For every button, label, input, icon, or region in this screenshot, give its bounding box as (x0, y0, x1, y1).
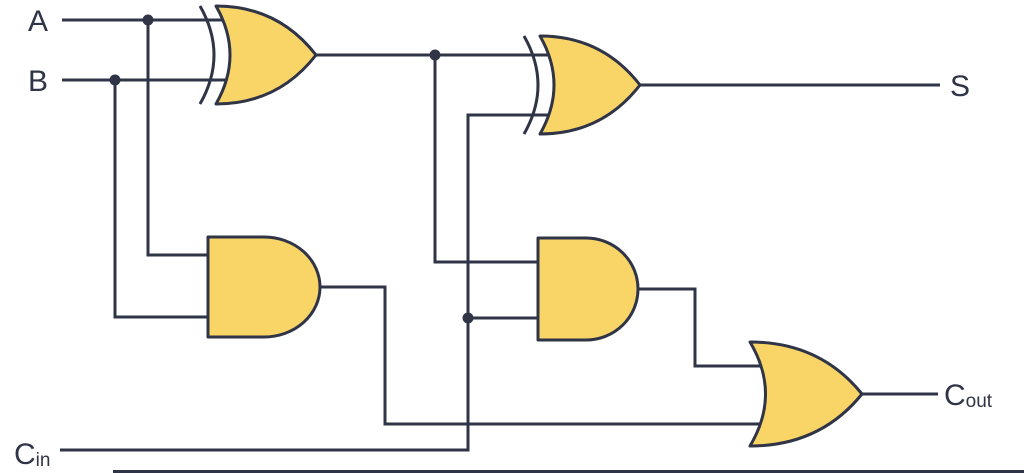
and-gate-2-body (536, 236, 640, 342)
wire-and2-to-or (634, 287, 772, 368)
junction-dot-cin (462, 312, 474, 324)
label-carry-out: Cout (944, 379, 993, 412)
or-gate-1-body (748, 340, 864, 448)
or-gate-1 (748, 340, 864, 448)
label-carry-in-base: C (14, 438, 36, 471)
wire-a-branch-to-and1 (146, 20, 218, 257)
label-carry-in-sub: in (36, 450, 51, 471)
label-sum-output: S (950, 70, 970, 103)
xor-gate-2-body (538, 34, 642, 136)
wire-xor1-branch-to-and2 (433, 55, 548, 264)
and-gate-1-body (206, 235, 322, 339)
wire-carry-in (60, 113, 556, 452)
junction-dot-xor1-out (429, 49, 441, 61)
bottom-border (113, 470, 1024, 473)
xor-gate-1-body (214, 4, 318, 106)
label-input-a: A (28, 5, 48, 38)
label-carry-out-base: C (944, 379, 966, 412)
label-carry-in: Cin (14, 438, 50, 471)
xor-gate-1-input-arc (198, 5, 216, 105)
xor-gate-2-input-arc (522, 35, 540, 135)
label-input-b: B (28, 65, 48, 98)
and-gate-2 (536, 236, 640, 342)
gates (198, 4, 864, 448)
labels: A B Cin S Cout (14, 5, 993, 471)
wire-b-branch-to-and1 (113, 80, 218, 319)
xor-gate-2 (522, 34, 642, 136)
label-carry-out-sub: out (966, 391, 993, 412)
xor-gate-1 (198, 4, 318, 106)
junction-dot-a (142, 14, 154, 26)
junction-dots (109, 14, 474, 324)
junction-dot-b (109, 74, 121, 86)
and-gate-1 (206, 235, 322, 339)
wire-and1-to-or (316, 285, 772, 426)
